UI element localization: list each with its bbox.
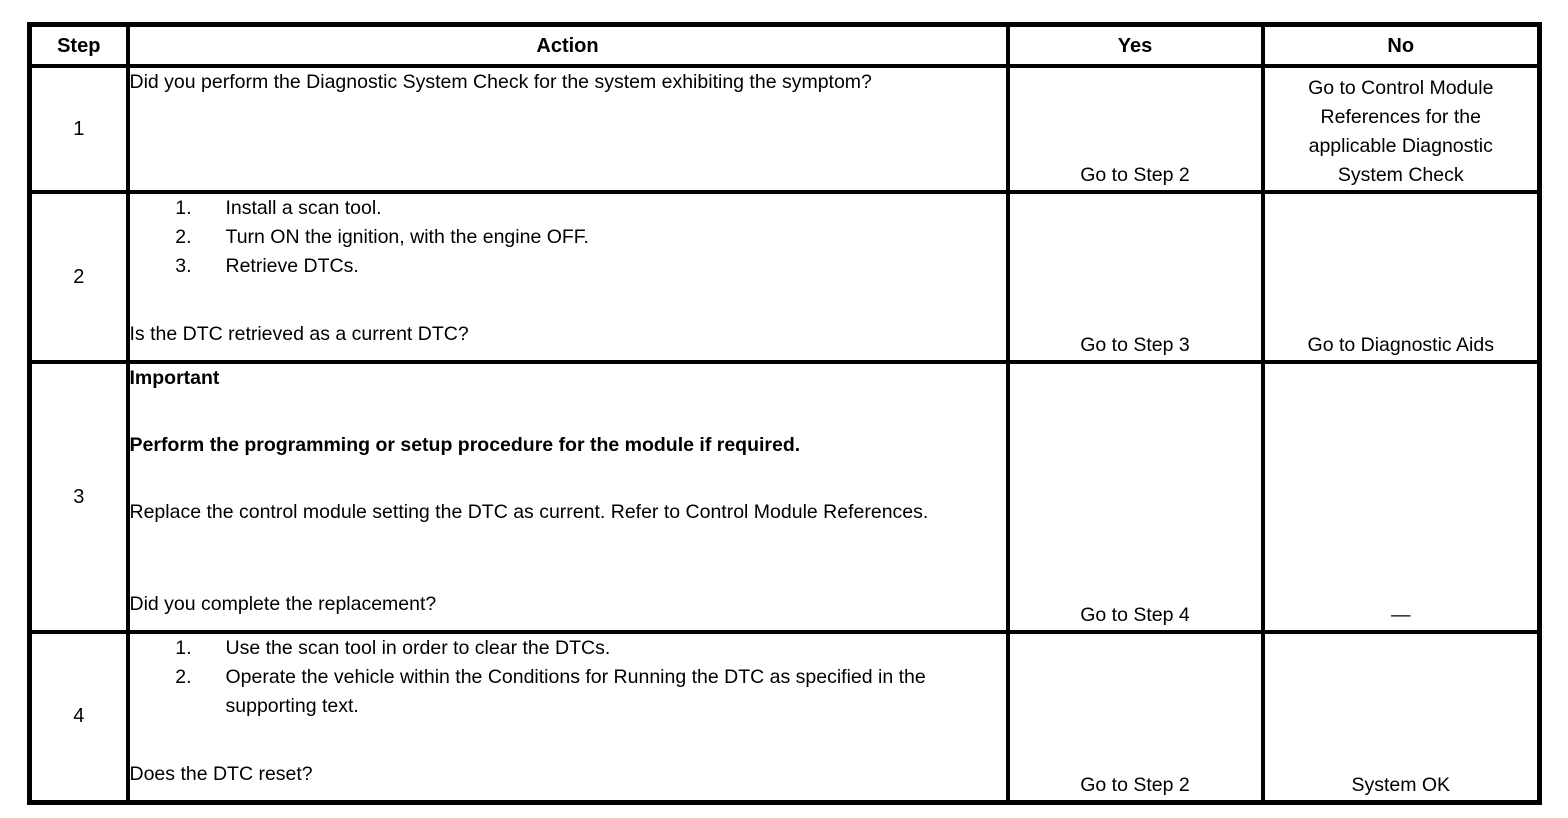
action-body: Replace the control module setting the D… (129, 501, 929, 523)
no-answer: — (1391, 604, 1411, 626)
action-question: Does the DTC reset? (129, 763, 313, 785)
yes-answer: Go to Step 4 (1080, 604, 1190, 626)
yes-cell: Go to Step 3 (1005, 190, 1265, 364)
no-answer: Go to Control Module References for the … (1308, 77, 1494, 186)
list-number: 2. (175, 666, 192, 688)
column-header-no: No (1260, 22, 1542, 68)
no-answer: Go to Diagnostic Aids (1307, 334, 1494, 356)
no-cell: Go to Diagnostic Aids (1260, 190, 1542, 364)
yes-cell: Go to Step 4 (1005, 360, 1265, 634)
yes-answer: Go to Step 3 (1080, 334, 1190, 356)
important-label: Important (129, 367, 220, 389)
action-cell: 1.Install a scan tool. 2.Turn ON the ign… (125, 190, 1010, 364)
action-list-item: 1.Use the scan tool in order to clear th… (166, 636, 1004, 663)
action-cell: Important Perform the programming or set… (125, 360, 1010, 634)
yes-answer: Go to Step 2 (1080, 773, 1190, 796)
list-number: 2. (175, 226, 192, 248)
action-list: 1.Install a scan tool. 2.Turn ON the ign… (132, 196, 1004, 281)
step-number: 4 (27, 630, 130, 804)
table-row: 1 Did you perform the Diagnostic System … (27, 64, 1542, 194)
no-answer: System OK (1351, 773, 1451, 796)
no-cell: Go to Control Module References for the … (1260, 64, 1542, 194)
list-number: 1. (175, 197, 192, 219)
action-list: 1.Use the scan tool in order to clear th… (132, 636, 1004, 721)
yes-cell: Go to Step 2 (1005, 64, 1265, 194)
action-question: Did you perform the Diagnostic System Ch… (129, 71, 872, 93)
action-cell: Did you perform the Diagnostic System Ch… (125, 64, 1010, 194)
table-row: 3 Important Perform the programming or s… (27, 360, 1542, 634)
action-question: Is the DTC retrieved as a current DTC? (129, 323, 469, 345)
column-header-action: Action (125, 22, 1010, 68)
yes-cell: Go to Step 2 (1005, 630, 1265, 804)
step-number: 2 (27, 190, 130, 364)
table-row: 2 1.Install a scan tool. 2.Turn ON the i… (27, 190, 1542, 364)
list-number: 3. (175, 255, 192, 277)
table-row: 4 1.Use the scan tool in order to clear … (27, 630, 1542, 804)
action-question: Did you complete the replacement? (129, 593, 437, 615)
action-list-item: 1.Install a scan tool. (166, 196, 1004, 223)
yes-answer: Go to Step 2 (1080, 164, 1190, 186)
action-list-item: 2.Turn ON the ignition, with the engine … (166, 223, 1004, 252)
no-cell: — (1260, 360, 1542, 634)
important-text: Perform the programming or setup procedu… (129, 434, 801, 456)
step-number: 3 (27, 360, 130, 634)
action-list-item: 3.Retrieve DTCs. (166, 252, 1004, 281)
header-row: Step Action Yes No (27, 22, 1542, 68)
action-cell: 1.Use the scan tool in order to clear th… (125, 630, 1010, 804)
list-number: 1. (175, 637, 192, 659)
column-header-yes: Yes (1005, 22, 1265, 68)
no-cell: System OK (1260, 630, 1542, 804)
step-number: 1 (27, 64, 130, 194)
column-header-step: Step (27, 22, 130, 68)
action-list-item: 2.Operate the vehicle within the Conditi… (166, 663, 1004, 721)
diagnostic-table: Step Action Yes No 1 Did you perform the… (27, 22, 1542, 805)
